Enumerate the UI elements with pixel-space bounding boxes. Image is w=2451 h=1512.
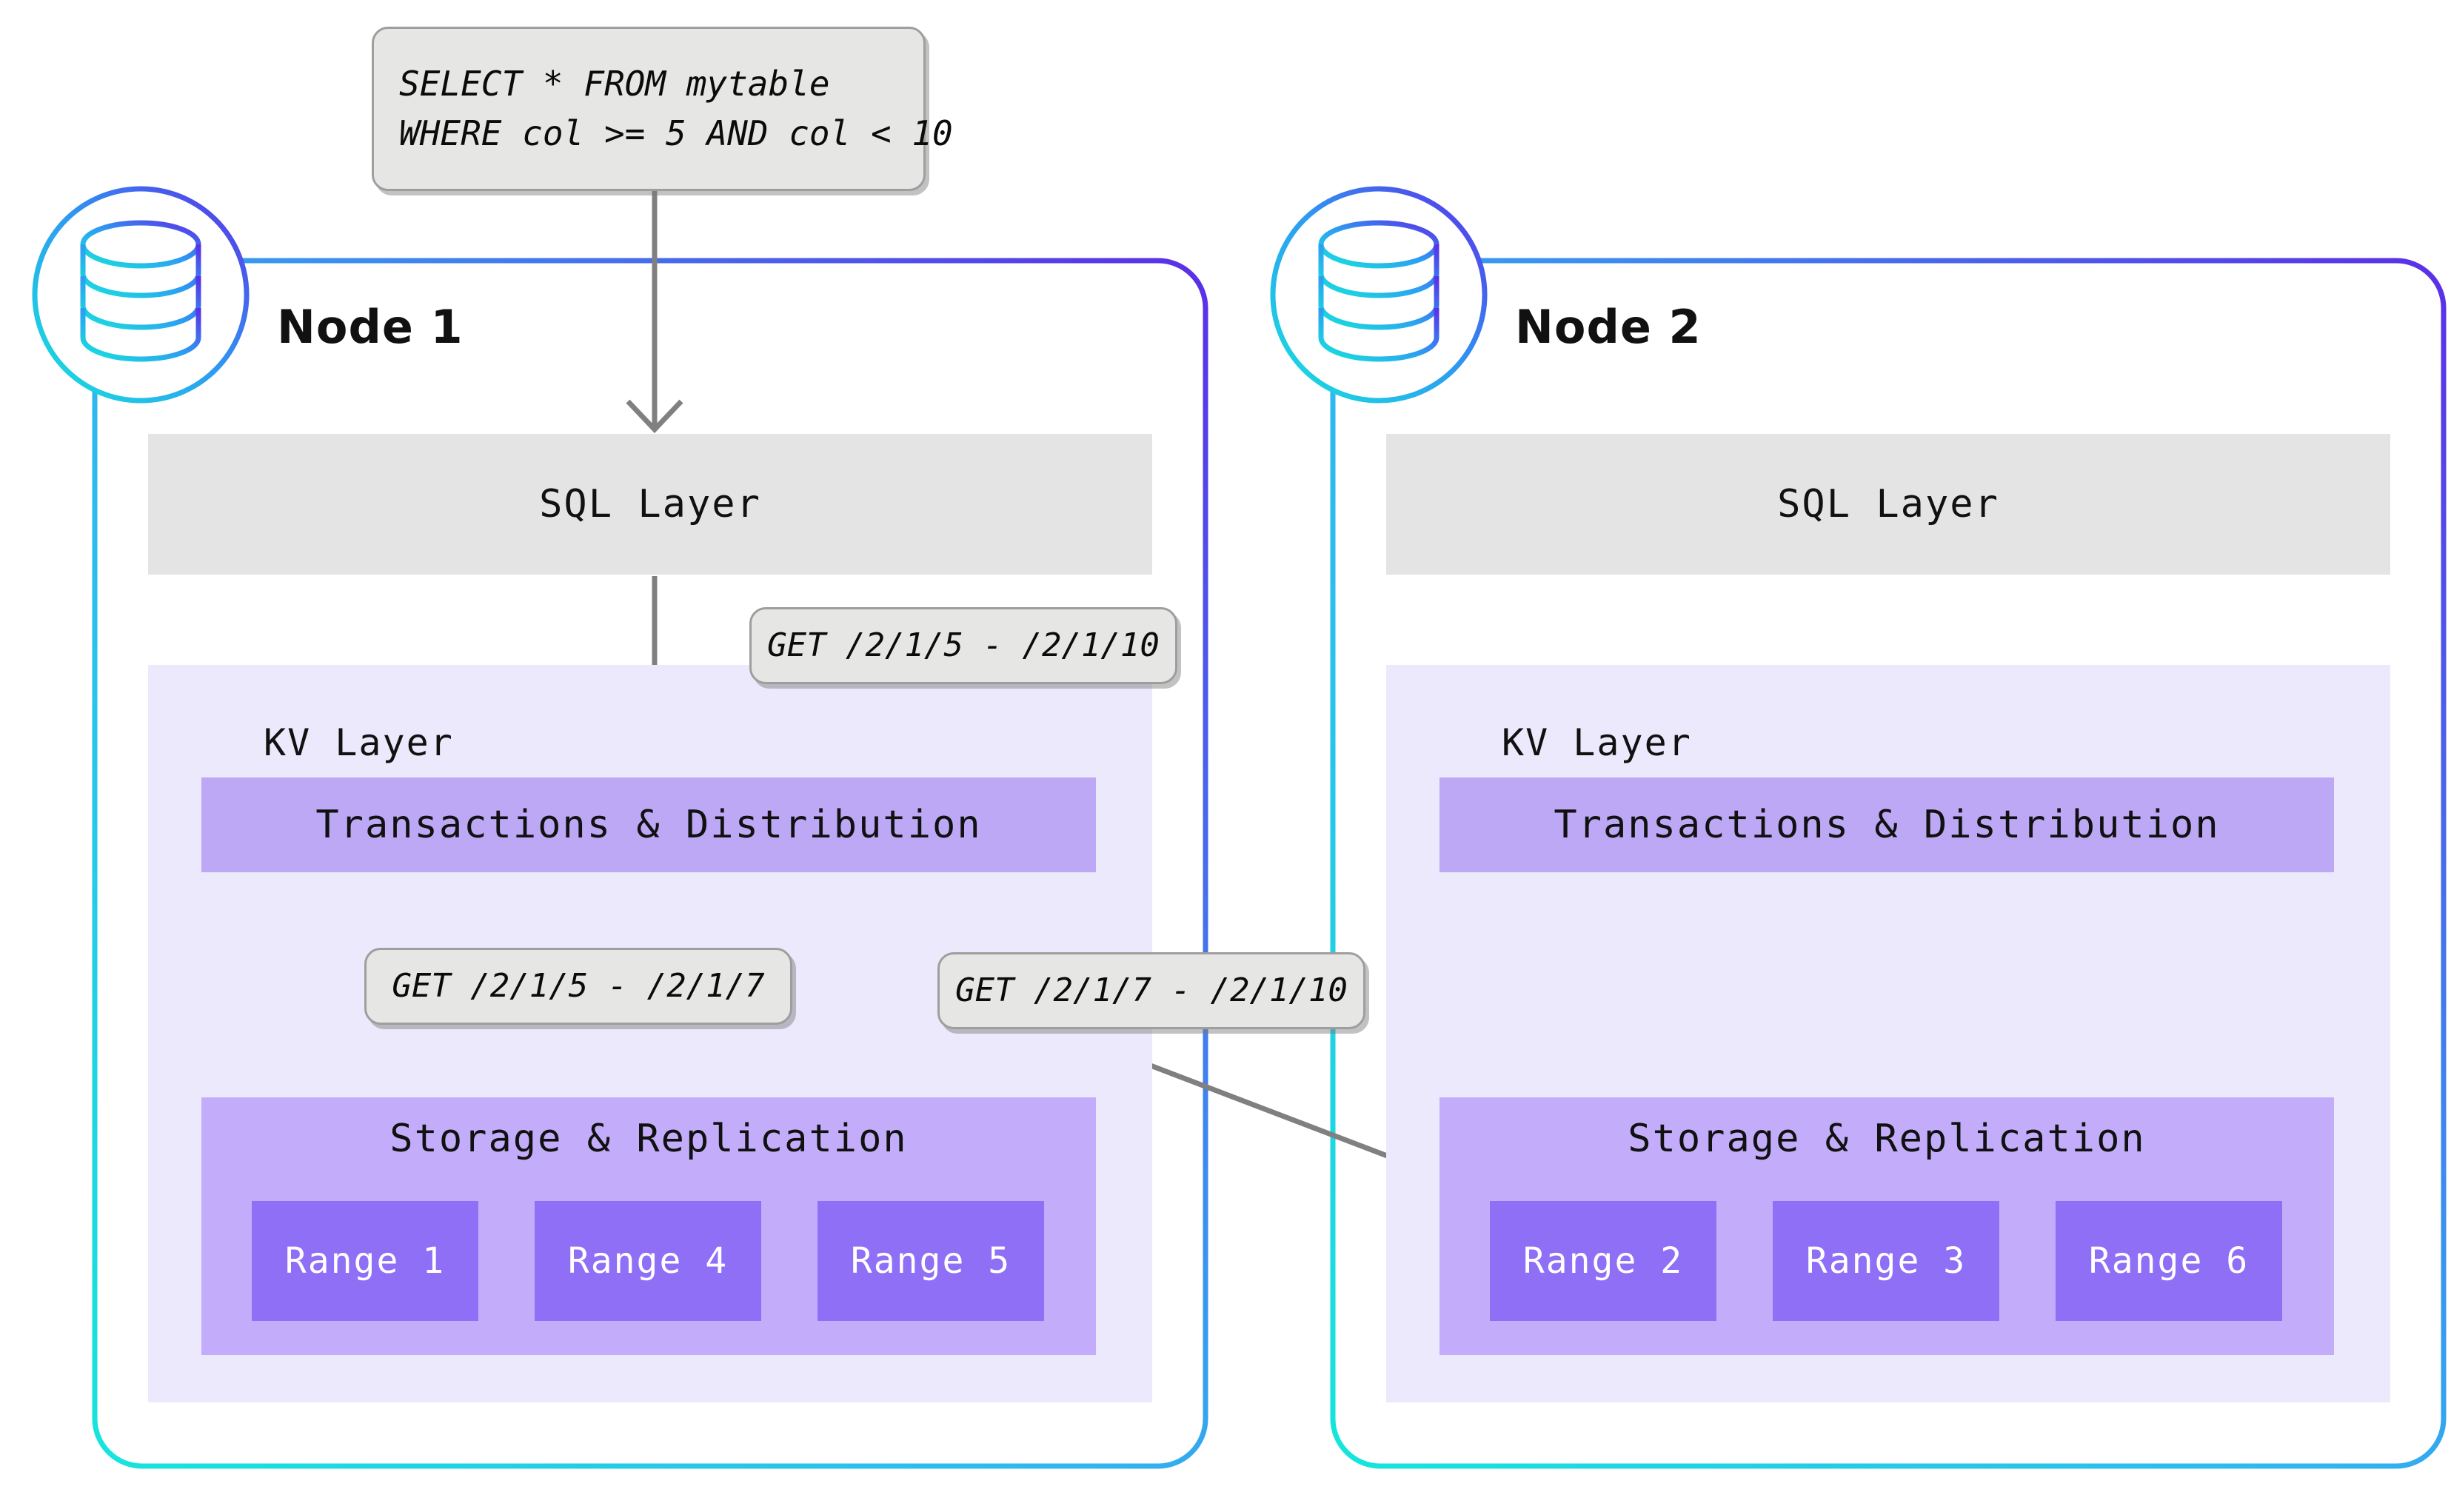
node-1-transactions-bar: Transactions & Distribution: [201, 777, 1096, 872]
node-1-database-icon: [32, 186, 250, 404]
node-1-title: Node 1: [277, 300, 464, 354]
node-2-title: Node 2: [1515, 300, 1702, 354]
node-1-kv-layer: KV Layer Transactions & Distribution Sto…: [148, 665, 1152, 1402]
node-2-sql-layer: SQL Layer: [1386, 434, 2390, 575]
node-2-range-6[interactable]: Range 6: [2056, 1201, 2282, 1321]
sql-query-line-1: SELECT * FROM mytable: [399, 64, 830, 104]
node-1-kv-layer-label: KV Layer: [264, 721, 454, 764]
node-1-range-4[interactable]: Range 4: [535, 1201, 761, 1321]
sql-query-line-2: WHERE col >= 5 AND col < 10: [399, 113, 953, 153]
node-1-storage-bar: Storage & Replication Range 1 Range 4 Ra…: [201, 1097, 1096, 1355]
node-1-range-1[interactable]: Range 1: [252, 1201, 478, 1321]
node-1-storage-label: Storage & Replication: [389, 1117, 908, 1161]
arrow-query-to-sql-layer: [626, 191, 683, 434]
node-1-sql-layer: SQL Layer: [148, 434, 1152, 575]
callout-sql-to-kv: GET /2/1/5 - /2/1/10: [749, 607, 1177, 684]
node-2-storage-bar: Storage & Replication Range 2 Range 3 Ra…: [1439, 1097, 2334, 1355]
node-2-sql-layer-label: SQL Layer: [1777, 482, 1999, 526]
node-2-range-2[interactable]: Range 2: [1490, 1201, 1716, 1321]
node-2-transactions-bar: Transactions & Distribution: [1439, 777, 2334, 872]
sql-query-bubble: SELECT * FROM mytable WHERE col >= 5 AND…: [372, 27, 953, 191]
node-1-range-5[interactable]: Range 5: [817, 1201, 1044, 1321]
node-2-kv-layer-label: KV Layer: [1502, 721, 1692, 764]
node-2-database-icon: [1270, 186, 1488, 404]
node-1-sql-layer-label: SQL Layer: [539, 482, 761, 526]
node-2-kv-layer: KV Layer Transactions & Distribution Sto…: [1386, 665, 2390, 1402]
callout-kv-to-range-5: GET /2/1/5 - /2/1/7: [364, 948, 792, 1025]
callout-kv-to-range-2: GET /2/1/7 - /2/1/10: [937, 952, 1365, 1029]
node-2-range-3[interactable]: Range 3: [1773, 1201, 1999, 1321]
node-2-storage-label: Storage & Replication: [1628, 1117, 2146, 1161]
